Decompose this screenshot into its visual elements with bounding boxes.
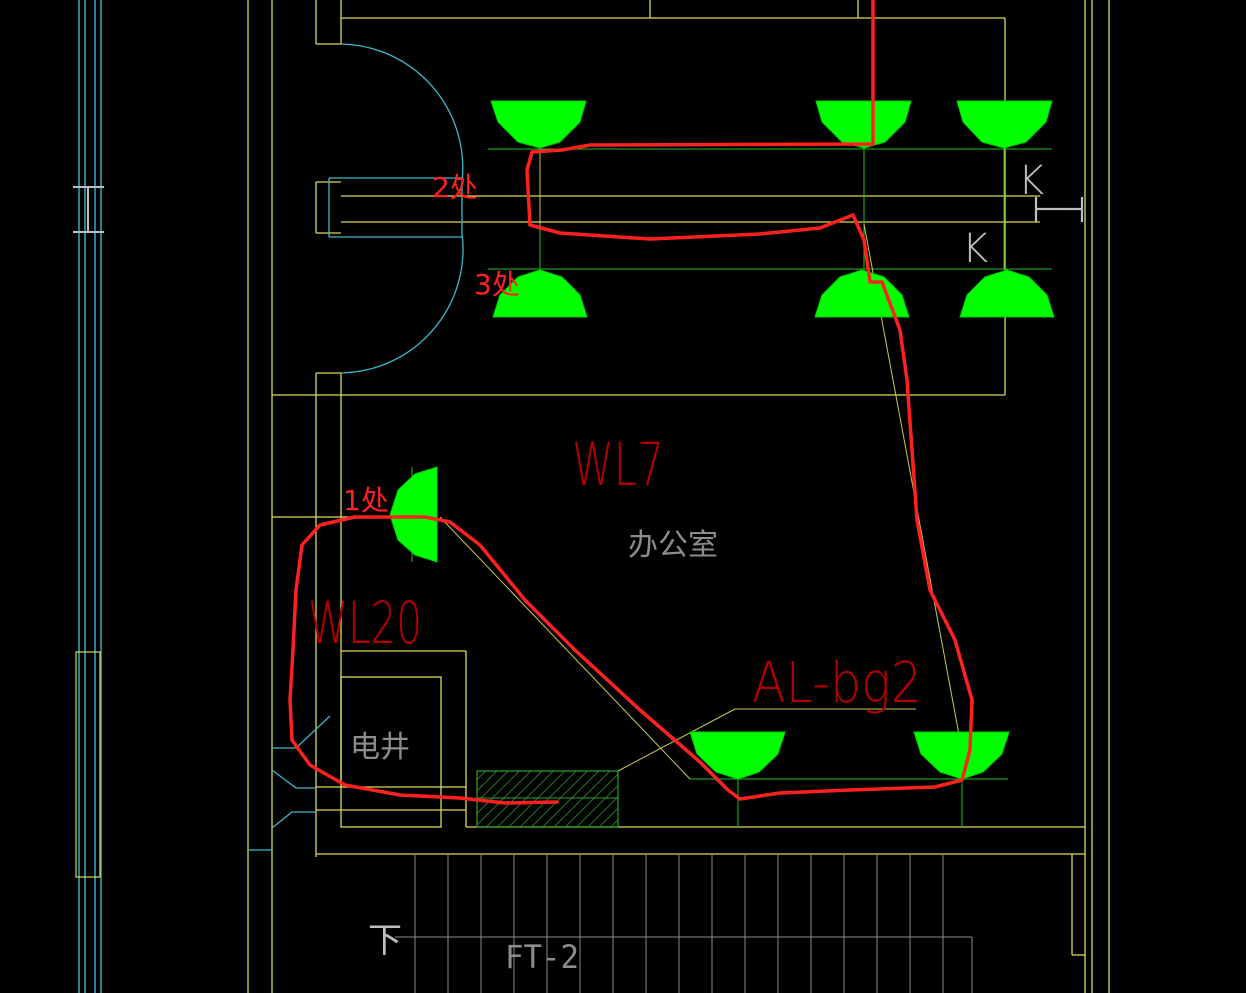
left-column-walls	[78, 0, 102, 993]
red-annotation-paths	[288, 0, 974, 805]
light-fixture[interactable]	[913, 731, 1010, 780]
text-labels: 2处 3处 1处 WL7 WL20 办公室 AL-bg2 电井 K K 下 FT…	[308, 158, 1044, 976]
switch-symbol	[1034, 197, 1084, 222]
annotation-path-upper	[353, 0, 974, 801]
door-swing	[248, 43, 464, 851]
fixture-axis-lines	[411, 148, 1052, 827]
stair-direction-label: 下	[368, 921, 402, 961]
circuit-label-wl7: WL7	[572, 430, 664, 500]
light-fixture[interactable]	[814, 269, 910, 318]
light-fixture[interactable]	[389, 466, 438, 563]
left-column-wall-yellow	[75, 651, 101, 878]
light-fixture[interactable]	[815, 100, 912, 149]
circuit-label-wl20: WL20	[308, 589, 422, 657]
switch-label-k-lower: K	[962, 226, 988, 272]
light-fixture[interactable]	[689, 731, 786, 780]
distribution-panel-al-bg2	[476, 770, 619, 828]
switch-label-k-upper: K	[1018, 158, 1044, 204]
light-fixture[interactable]	[959, 269, 1055, 318]
count-label-2: 2处	[432, 171, 478, 204]
count-label-3: 3处	[474, 268, 520, 301]
stair-treads	[395, 855, 973, 993]
electric-shaft-label: 电井	[350, 730, 410, 765]
annotation-path-lower	[288, 515, 559, 805]
light-fixture[interactable]	[492, 269, 588, 318]
count-label-1: 1处	[343, 484, 389, 517]
room-name-office: 办公室	[628, 528, 718, 563]
panel-code-label: AL-bg2	[752, 651, 922, 716]
light-fixtures	[389, 100, 1055, 780]
light-fixture[interactable]	[490, 100, 587, 149]
stair-code-label: FT-2	[505, 938, 579, 976]
light-fixture[interactable]	[956, 100, 1053, 149]
column-i-beam-symbol	[73, 186, 104, 233]
